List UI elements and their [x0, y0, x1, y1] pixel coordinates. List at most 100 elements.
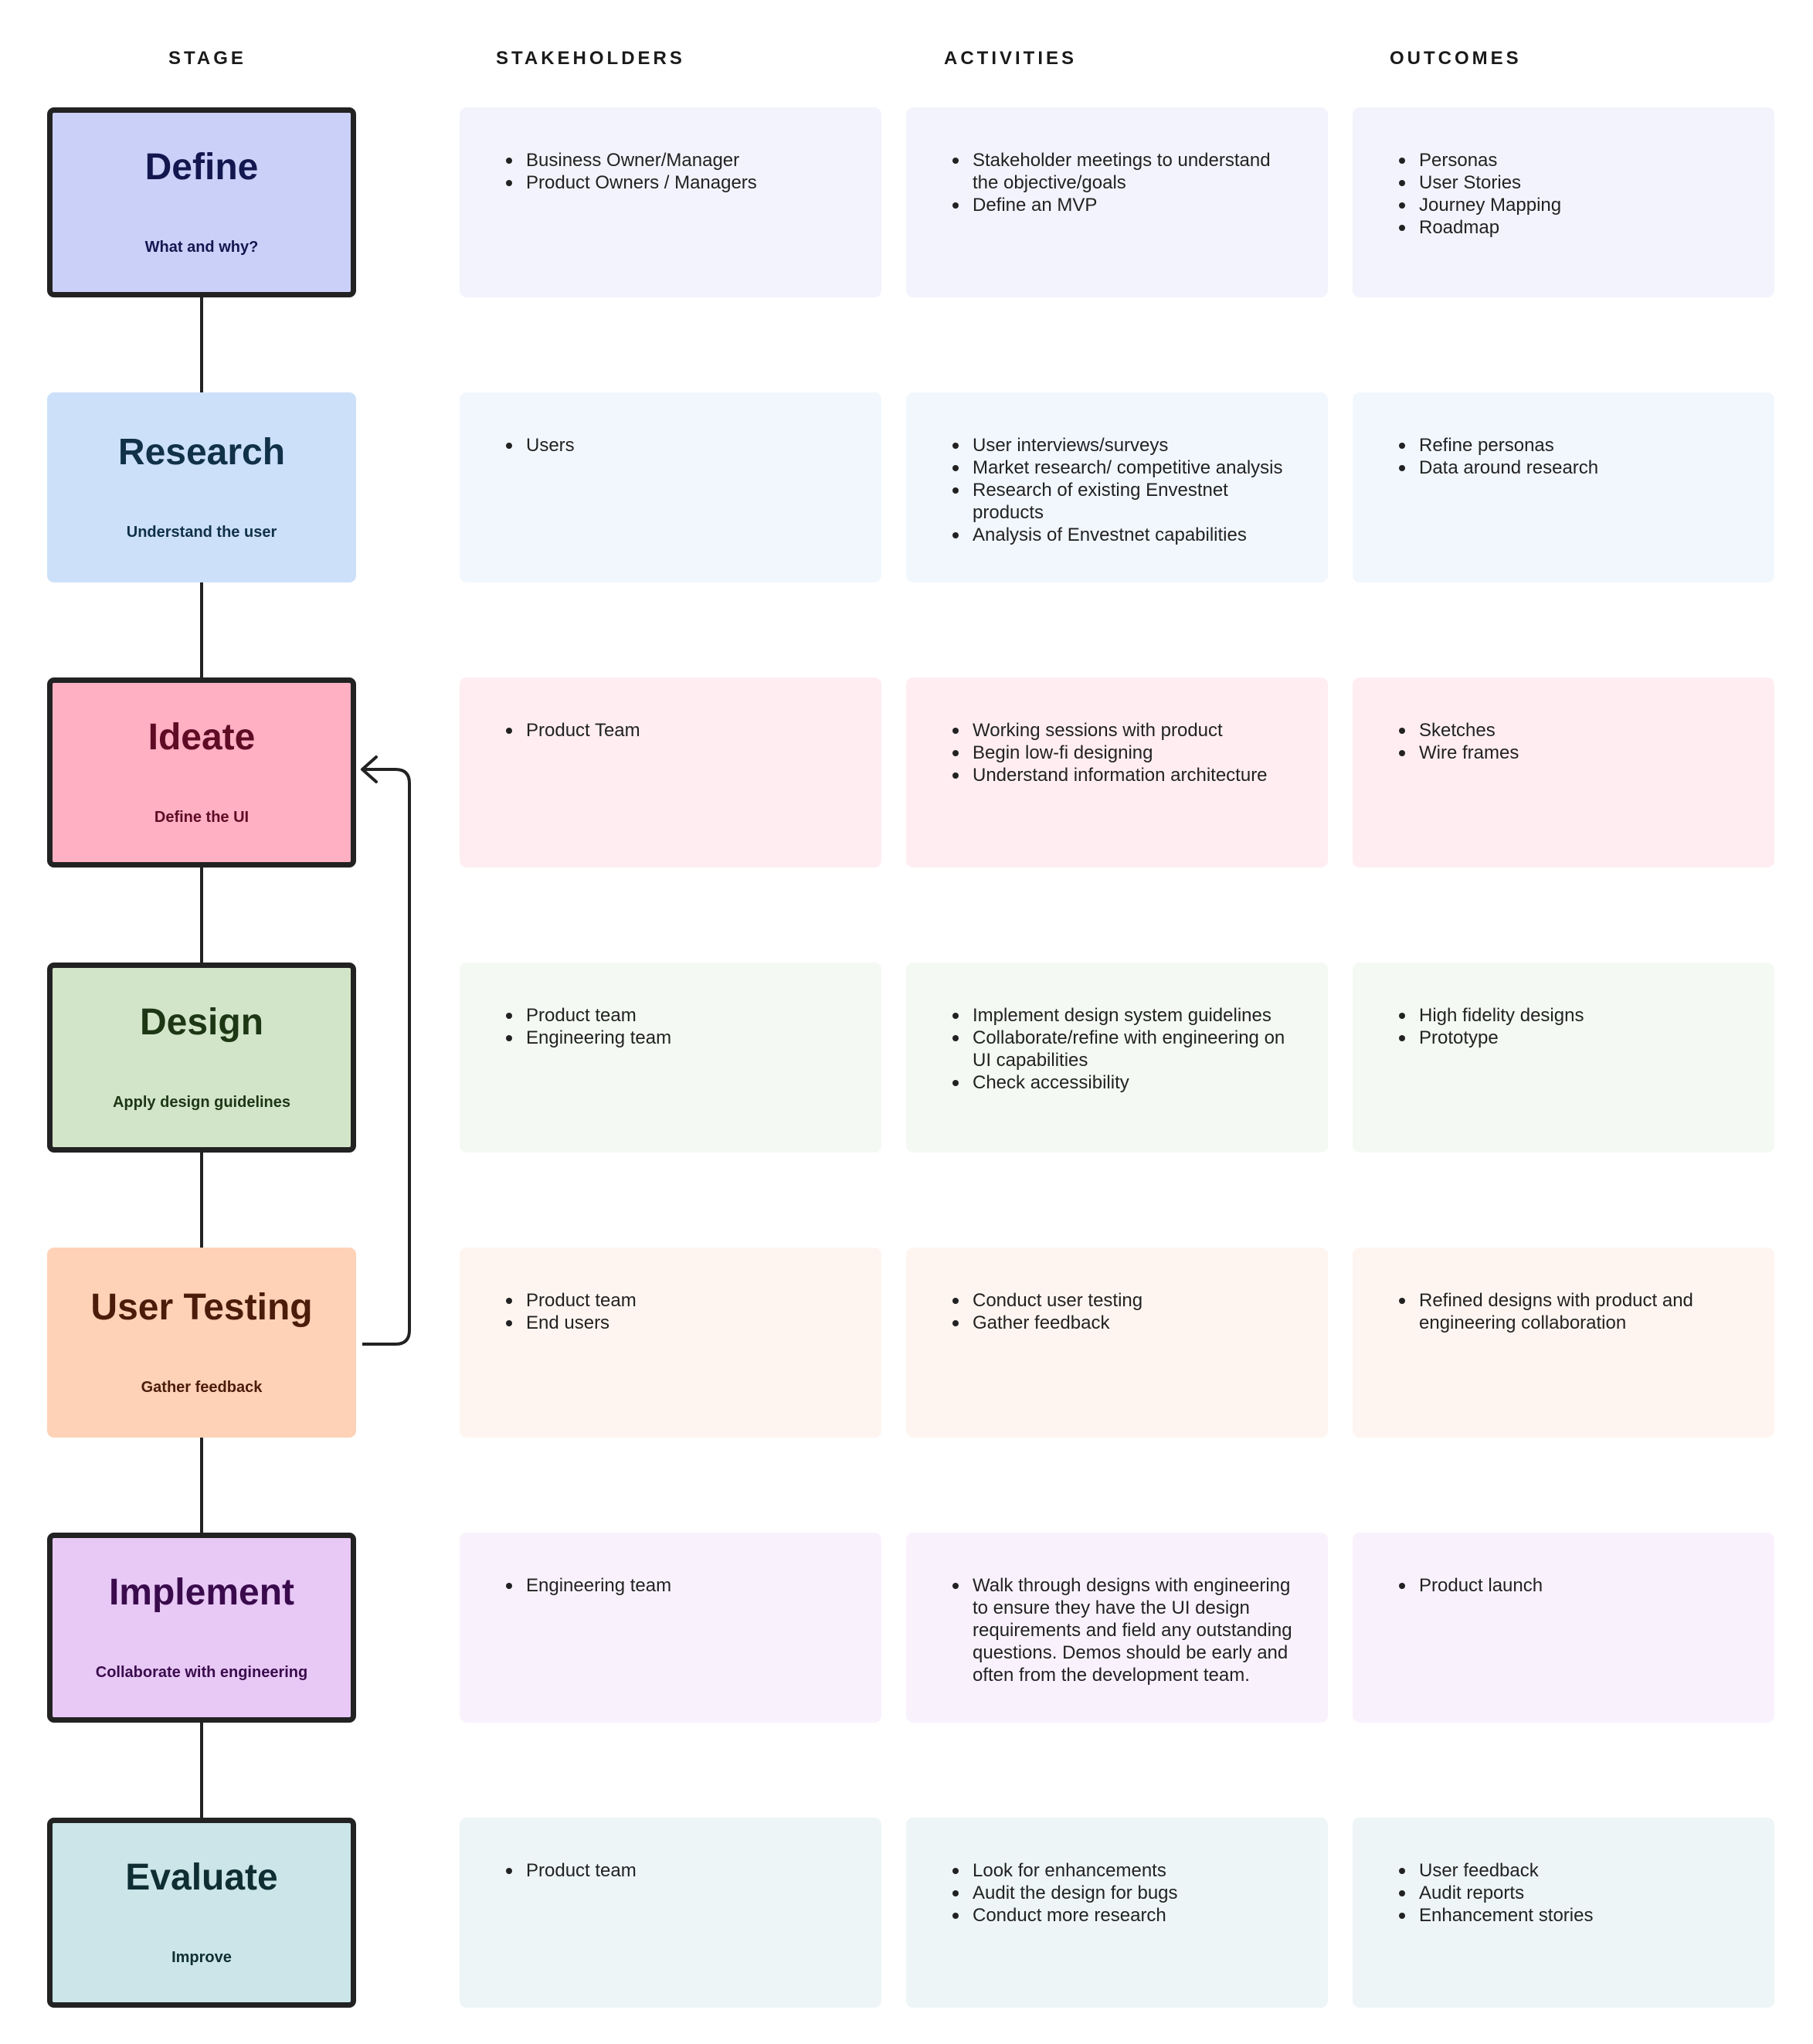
list-item: Product team: [506, 1004, 850, 1027]
stage-subtitle: What and why?: [144, 239, 259, 256]
stakeholders-column-header: STAKEHOLDERS: [496, 48, 685, 69]
list-item: Working sessions with product: [952, 719, 1297, 742]
list-item: Sketches: [1399, 719, 1743, 742]
list-item: User Stories: [1399, 171, 1743, 194]
list-item: Look for enhancements: [952, 1859, 1297, 1882]
list-item: Product team: [506, 1859, 850, 1882]
list-item: Collaborate/refine with engineering on U…: [952, 1027, 1297, 1071]
list-item: Refine personas: [1399, 434, 1743, 457]
outcomes-list: Product launch: [1399, 1574, 1743, 1597]
activities-list: Walk through designs with engineering to…: [952, 1574, 1297, 1686]
activities-card-implement: Walk through designs with engineering to…: [906, 1533, 1328, 1723]
stakeholders-card-research: Users: [460, 392, 881, 582]
outcomes-card-user-testing: Refined designs with product and enginee…: [1353, 1248, 1774, 1438]
list-item: Refined designs with product and enginee…: [1399, 1289, 1743, 1334]
stage-subtitle: Gather feedback: [141, 1379, 263, 1396]
list-item: Analysis of Envestnet capabilities: [952, 524, 1297, 546]
list-item: Market research/ competitive analysis: [952, 457, 1297, 479]
list-item: Implement design system guidelines: [952, 1004, 1297, 1027]
list-item: Audit reports: [1399, 1882, 1743, 1904]
stage-subtitle: Improve: [171, 1949, 232, 1966]
stakeholders-list: Product team: [506, 1859, 850, 1882]
activities-list: Stakeholder meetings to understand the o…: [952, 149, 1297, 216]
outcomes-card-implement: Product launch: [1353, 1533, 1774, 1723]
activities-column-header: ACTIVITIES: [944, 48, 1078, 69]
list-item: High fidelity designs: [1399, 1004, 1743, 1027]
list-item: Begin low-fi designing: [952, 742, 1297, 764]
list-item: Engineering team: [506, 1027, 850, 1049]
stage-title: Research: [117, 432, 286, 473]
stage-title: Ideate: [148, 717, 256, 758]
list-item: Product Owners / Managers: [506, 171, 850, 194]
stakeholders-list: Product Team: [506, 719, 850, 742]
outcomes-column-header: OUTCOMES: [1390, 48, 1522, 69]
list-item: Audit the design for bugs: [952, 1882, 1297, 1904]
list-item: Data around research: [1399, 457, 1743, 479]
list-item: Journey Mapping: [1399, 194, 1743, 216]
list-item: Stakeholder meetings to understand the o…: [952, 149, 1297, 194]
stage-subtitle: Understand the user: [126, 524, 277, 541]
list-item: Personas: [1399, 149, 1743, 171]
stage-title: Design: [139, 1002, 264, 1043]
list-item: User interviews/surveys: [952, 434, 1297, 457]
stage-title: Implement: [108, 1572, 295, 1613]
stakeholders-list: Engineering team: [506, 1574, 850, 1597]
list-item: Engineering team: [506, 1574, 850, 1597]
list-item: Product team: [506, 1289, 850, 1312]
list-item: Business Owner/Manager: [506, 149, 850, 171]
stakeholders-card-ideate: Product Team: [460, 677, 881, 868]
list-item: Roadmap: [1399, 216, 1743, 239]
list-item: Check accessibility: [952, 1071, 1297, 1094]
stakeholders-list: Users: [506, 434, 850, 457]
stage-subtitle: Apply design guidelines: [112, 1094, 291, 1111]
list-item: Research of existing Envestnet products: [952, 479, 1297, 524]
list-item: Enhancement stories: [1399, 1904, 1743, 1927]
feedback-loop-line: [362, 768, 411, 1346]
arrowhead-icon: [361, 755, 378, 783]
list-item: Conduct more research: [952, 1904, 1297, 1927]
outcomes-list: Refined designs with product and enginee…: [1399, 1289, 1743, 1334]
list-item: Product Team: [506, 719, 850, 742]
stage-subtitle: Collaborate with engineering: [95, 1664, 308, 1681]
stage-title: User Testing: [90, 1287, 313, 1328]
stakeholders-card-evaluate: Product team: [460, 1818, 881, 2008]
stage-subtitle: Define the UI: [154, 809, 250, 826]
list-item: Conduct user testing: [952, 1289, 1297, 1312]
list-item: Gather feedback: [952, 1312, 1297, 1334]
list-item: Define an MVP: [952, 194, 1297, 216]
stage-title: Evaluate: [125, 1857, 278, 1898]
list-item: User feedback: [1399, 1859, 1743, 1882]
list-item: Wire frames: [1399, 742, 1743, 764]
list-item: Walk through designs with engineering to…: [952, 1574, 1297, 1686]
